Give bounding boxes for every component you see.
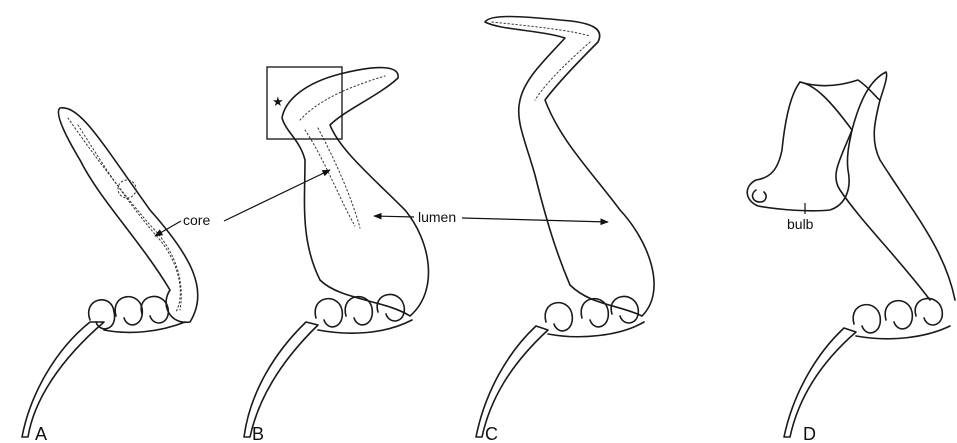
coil-d-3	[915, 299, 942, 325]
panel-label-d: D	[803, 424, 816, 443]
core-dotted-b-3	[318, 128, 360, 228]
coil-d-1	[853, 305, 880, 333]
panel-b-drawing	[244, 67, 429, 437]
tail-a	[22, 322, 104, 437]
body-outline-b	[282, 68, 429, 316]
tail-c	[476, 326, 548, 437]
core-arrow-b	[224, 170, 330, 221]
lumen-label: lumen	[418, 209, 456, 225]
coil-d-2	[885, 301, 912, 329]
panel-label-c: C	[485, 424, 498, 443]
bulb-curl-d	[753, 190, 767, 202]
core-label: core	[183, 212, 210, 228]
coil-base-a	[104, 322, 185, 332]
panel-label-a: A	[35, 424, 47, 443]
core-dotted-c-2	[535, 42, 590, 100]
coil-a-3	[141, 297, 168, 323]
panel-a-drawing	[22, 108, 198, 437]
coil-b-1	[315, 299, 342, 327]
star-marker: ★	[272, 94, 284, 109]
panel-label-b: B	[252, 424, 264, 443]
tail-b	[244, 322, 318, 437]
bulb-label: bulb	[787, 216, 814, 232]
bulb-sac-d	[747, 82, 852, 211]
core-dotted-c-1	[492, 22, 590, 36]
tube-d	[836, 72, 955, 300]
coil-base-c	[548, 322, 644, 337]
core-arrow-a	[155, 221, 181, 236]
lumen-arrow-c	[462, 218, 608, 222]
core-dotted-a-2	[78, 125, 180, 312]
body-outline-a	[58, 108, 197, 322]
lumen-arrow-b	[374, 216, 414, 217]
panel-c-drawing	[476, 17, 654, 438]
panel-d-drawing	[747, 72, 955, 437]
coil-c-1	[545, 303, 572, 331]
coil-a-2	[115, 297, 142, 325]
tail-d	[784, 328, 856, 437]
